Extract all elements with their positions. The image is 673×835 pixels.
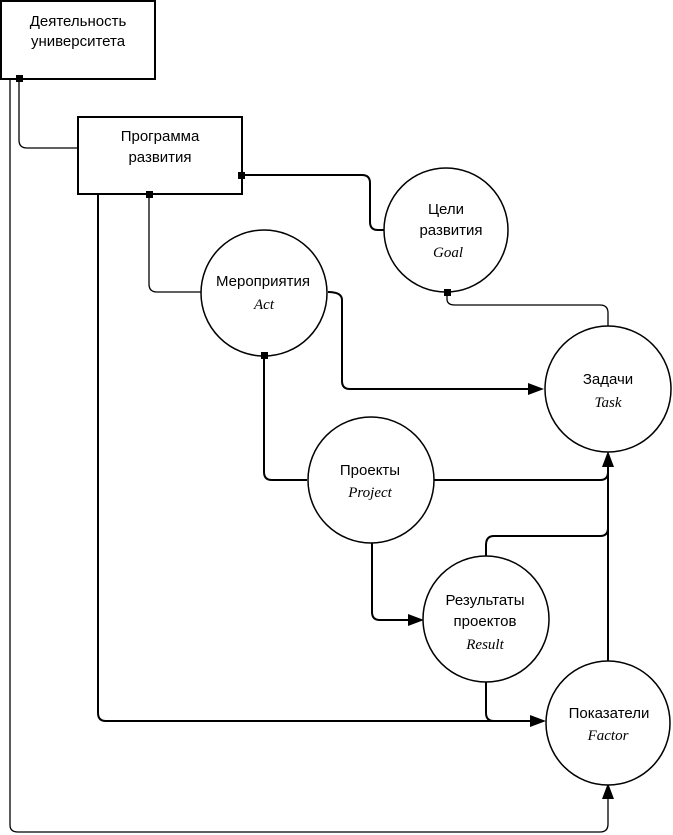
arrowhead-results-left [408, 614, 424, 626]
node-events-label-1: Мероприятия [216, 273, 310, 290]
node-events-circle [200, 229, 328, 357]
arrowhead-tasks-left [528, 383, 544, 395]
node-university-box [0, 0, 156, 80]
node-goals-label-2: развития [419, 222, 482, 239]
marker-program-right [238, 172, 245, 179]
edge-projects-tasks [434, 468, 609, 481]
edge-projects-results [371, 543, 410, 621]
node-factors-label-1: Показатели [569, 705, 650, 722]
node-projects-circle [307, 416, 435, 544]
node-projects[interactable]: Проекты Project [307, 416, 435, 544]
node-results[interactable]: Результаты проектов Result [422, 555, 550, 683]
node-projects-en: Project [347, 485, 392, 501]
node-projects-label-1: Проекты [340, 462, 400, 479]
node-goals-en: Goal [433, 245, 463, 261]
marker-goals-bottom [444, 289, 451, 296]
arrowhead-factors-bottom [602, 783, 614, 799]
node-goals[interactable]: Цели развития Goal [383, 167, 509, 293]
node-tasks[interactable]: Задачи Task [544, 325, 672, 453]
arrowhead-tasks-bottom [602, 451, 614, 467]
node-tasks-en: Task [595, 395, 622, 411]
edge-program-goals [241, 174, 384, 231]
edge-university-factors [9, 78, 609, 833]
node-university-label-2: университета [31, 33, 126, 50]
edge-results-factors [485, 682, 495, 722]
edge-events-projects [263, 355, 307, 481]
edge-university-program [18, 78, 78, 149]
node-program-label-1: Программа [121, 128, 200, 145]
node-program-label-2: развития [128, 149, 191, 166]
composition-markers [16, 75, 451, 359]
connectors [9, 78, 609, 833]
node-factors-en: Factor [587, 728, 629, 744]
node-factors-circle [545, 660, 671, 786]
edge-program-events [148, 194, 201, 293]
node-results-label-2: проектов [454, 613, 517, 630]
marker-events-bottom [261, 352, 268, 359]
node-program[interactable]: Программа развития [77, 116, 243, 195]
node-tasks-label-1: Задачи [583, 371, 633, 388]
node-tasks-circle [544, 325, 672, 453]
edge-results-tasks [485, 527, 609, 556]
edge-program-factors [97, 194, 530, 722]
node-factors[interactable]: Показатели Factor [545, 660, 671, 786]
node-program-box [77, 116, 243, 195]
node-events-en: Act [253, 297, 275, 313]
node-goals-label-1: Цели [428, 201, 464, 218]
marker-program-bottom [146, 191, 153, 198]
node-events[interactable]: Мероприятия Act [200, 229, 328, 357]
node-results-circle [422, 555, 550, 683]
edge-goals-tasks [446, 292, 609, 327]
node-results-label-1: Результаты [446, 592, 525, 609]
arrowhead-factors-left [530, 715, 546, 727]
marker-university-bottom [16, 75, 23, 82]
node-university[interactable]: Деятельность университета [0, 0, 156, 80]
arrowheads [408, 383, 614, 799]
node-university-label-1: Деятельность [30, 13, 127, 30]
node-results-en: Result [465, 637, 504, 653]
edge-events-tasks [327, 291, 528, 390]
